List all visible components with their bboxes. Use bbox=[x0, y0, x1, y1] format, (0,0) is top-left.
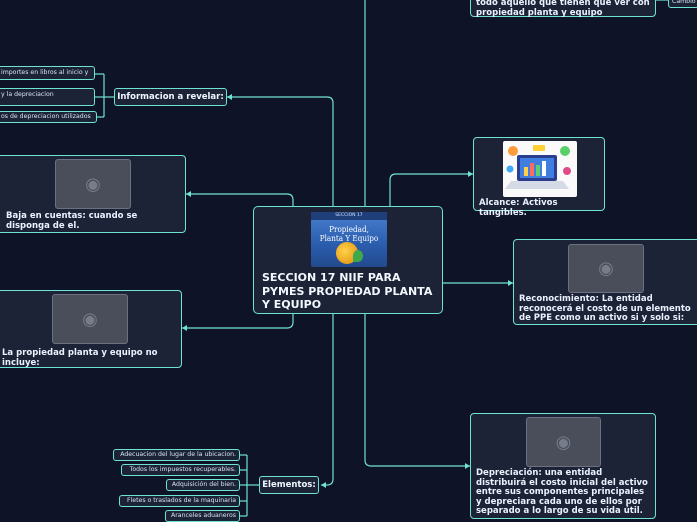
topic-definicion-text: todo aquello que tienen que ver con prop… bbox=[476, 0, 650, 18]
elementos-item[interactable]: Aranceles aduaneros bbox=[165, 510, 240, 522]
elementos-item[interactable]: Adecuacion del lugar de la ubicacion. bbox=[113, 449, 240, 461]
cover-header: SECCION 17 bbox=[311, 212, 387, 220]
topic-depreciacion[interactable]: ◉ Depreciación: una entidad distribuirá … bbox=[470, 413, 656, 519]
topic-baja-text: Baja en cuentas: cuando se disponga de e… bbox=[6, 211, 138, 231]
topic-definicion[interactable]: todo aquello que tienen que ver con prop… bbox=[470, 0, 656, 17]
topic-no-incluye-text: La propiedad planta y equipo no incluye: bbox=[2, 348, 158, 368]
image-placeholder: ◉ bbox=[52, 294, 128, 344]
elementos-item[interactable]: Fletes o traslados de la maquinaria bbox=[119, 495, 240, 507]
topic-elementos[interactable]: Elementos: bbox=[259, 476, 319, 494]
camera-icon: ◉ bbox=[82, 308, 98, 330]
topic-baja[interactable]: ◉ Baja en cuentas: cuando se disponga de… bbox=[0, 155, 186, 233]
image-placeholder: ◉ bbox=[526, 417, 601, 467]
elementos-item[interactable]: Todos los impuestos recuperables. bbox=[121, 464, 240, 476]
info-item[interactable]: y la depreciacion bbox=[0, 88, 95, 106]
topic-reconocimiento[interactable]: ◉ Reconocimiento: La entidad reconocerá … bbox=[513, 239, 697, 325]
laptop-chart-image bbox=[503, 141, 577, 197]
image-placeholder: ◉ bbox=[55, 159, 131, 209]
topic-alcance-text: Alcance: Activos tangibles. bbox=[479, 198, 558, 218]
section-cover-image: SECCION 17 Propiedad, Planta Y Equipo bbox=[311, 212, 387, 267]
topic-depreciacion-text: Depreciación: una entidad distribuirá el… bbox=[476, 468, 648, 516]
topic-informacion[interactable]: Informacion a revelar: bbox=[114, 88, 227, 106]
topic-cambio[interactable]: Cambio bbox=[668, 0, 697, 8]
camera-icon: ◉ bbox=[555, 431, 572, 453]
globe-icon bbox=[336, 242, 358, 264]
topic-alcance[interactable]: Alcance: Activos tangibles. bbox=[473, 137, 605, 217]
topic-reconocimiento-text: Reconocimiento: La entidad reconocerá el… bbox=[519, 294, 691, 323]
cover-title: Propiedad, Planta Y Equipo bbox=[319, 225, 379, 244]
image-placeholder: ◉ bbox=[568, 244, 644, 293]
central-title: SECCION 17 NIIF PARA PYMES PROPIEDAD PLA… bbox=[262, 271, 433, 311]
info-item[interactable]: os de depreciacion utilizados bbox=[0, 111, 97, 123]
leaf-icon bbox=[353, 250, 363, 262]
camera-icon: ◉ bbox=[85, 173, 101, 195]
camera-icon: ◉ bbox=[598, 258, 614, 279]
elementos-item[interactable]: Adquisición del bien. bbox=[166, 479, 240, 491]
central-topic[interactable]: SECCION 17 Propiedad, Planta Y Equipo SE… bbox=[253, 206, 443, 314]
topic-no-incluye[interactable]: ◉ La propiedad planta y equipo no incluy… bbox=[0, 290, 182, 368]
info-item[interactable]: importes en libros al inicio y bbox=[0, 66, 95, 80]
